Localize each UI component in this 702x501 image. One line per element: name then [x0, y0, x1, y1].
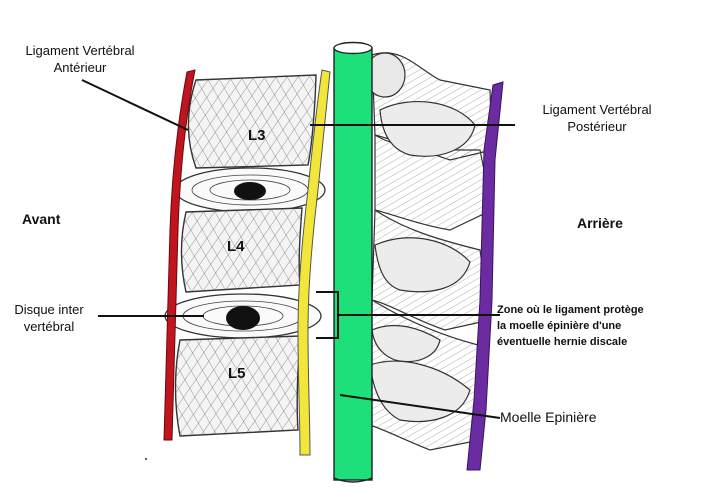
label-posterior-ligament-line2: Postérieur [567, 119, 627, 134]
vertebra-l4 [180, 207, 303, 293]
anterior-ligament [163, 69, 196, 441]
label-disc: Disque inter vertébral [0, 301, 98, 335]
supraspinous-ligament [466, 81, 504, 471]
label-zone-line3: éventuelle hernie discale [497, 336, 628, 348]
disc-l3-l4 [174, 167, 326, 213]
vertebra-l3 [187, 74, 317, 169]
label-back: Arrière [577, 215, 623, 231]
label-l3: L3 [248, 127, 266, 144]
label-l4: L4 [227, 238, 245, 255]
spinal-cord [333, 41, 373, 483]
leader-lines [81, 79, 515, 419]
label-posterior-ligament: Ligament Vertébral Postérieur [517, 101, 677, 135]
label-zone: Zone où le ligament protège la moelle ép… [497, 302, 644, 350]
posterior-processes [364, 52, 493, 451]
label-posterior-ligament-line1: Ligament Vertébral [542, 102, 652, 117]
posterior-ligament [297, 69, 331, 456]
label-zone-line1: Zone où le ligament protège [497, 304, 644, 316]
label-zone-line2: la moelle épinière d'une [497, 320, 622, 332]
label-anterior-ligament-line2: Antérieur [53, 60, 107, 75]
label-front: Avant [22, 211, 61, 227]
label-anterior-ligament: Ligament Vertébral Antérieur [4, 42, 156, 76]
label-disc-line2: vertébral [23, 319, 75, 334]
label-l5: L5 [228, 365, 246, 382]
vertebra-l5 [174, 335, 301, 437]
label-anterior-ligament-line1: Ligament Vertébral [25, 43, 135, 58]
label-spinal-cord: Moelle Epinière [500, 409, 597, 425]
label-disc-line1: Disque inter [14, 302, 84, 317]
